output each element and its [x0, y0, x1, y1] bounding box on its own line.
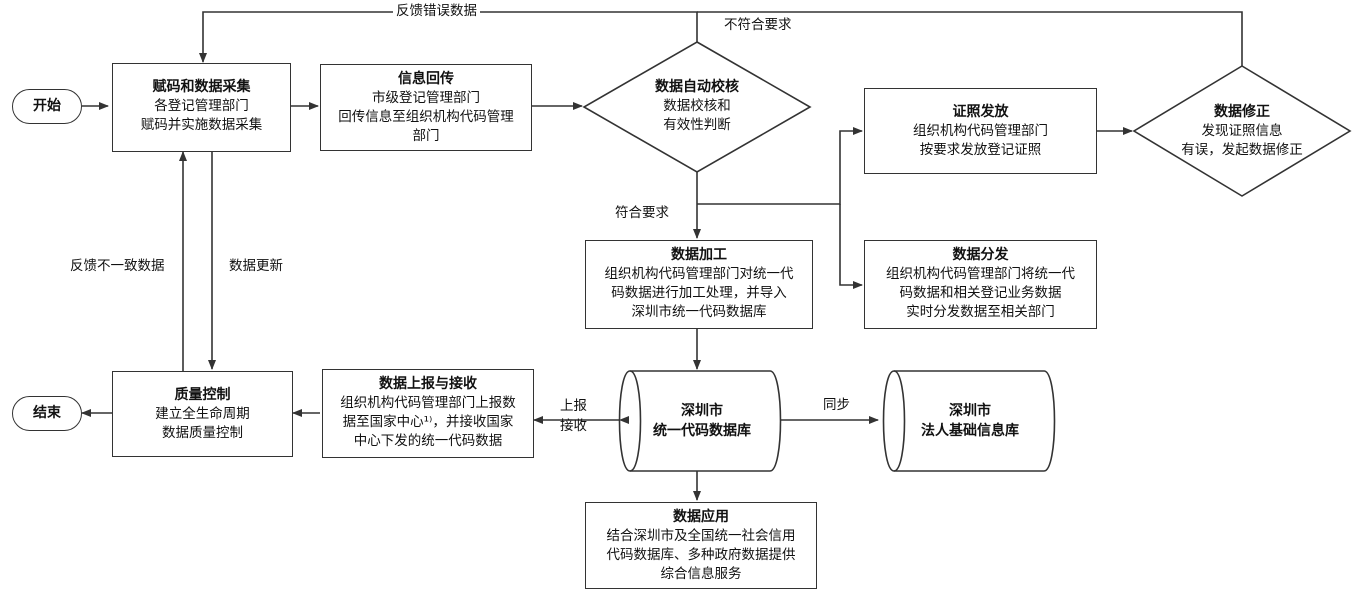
collect-line: 各登记管理部门: [154, 98, 249, 114]
cert-title: 证照发放: [952, 104, 1009, 120]
distribute-title: 数据分发: [952, 247, 1009, 263]
label-not-meet: 不符合要求: [724, 17, 792, 33]
db-cylinder: [618, 370, 782, 472]
return-title: 信息回传: [398, 71, 454, 87]
label-sync: 同步: [823, 397, 850, 413]
process-line: 组织机构代码管理部门对统一代: [604, 266, 794, 282]
label-feedback-inconsistent: 反馈不一致数据: [70, 258, 165, 274]
end-terminal: 结束: [12, 396, 82, 431]
app-box: 数据应用 结合深圳市及全国统一社会信用 代码数据库、多种政府数据提供 综合信息服…: [585, 502, 817, 589]
report-line: 中心下发的统一代码数据: [353, 433, 503, 449]
collect-box: 赋码和数据采集 各登记管理部门 赋码并实施数据采集: [112, 63, 291, 152]
check-title: 数据自动校核: [655, 79, 739, 95]
label-receive: 接收: [560, 418, 587, 434]
quality-title: 质量控制: [174, 387, 231, 403]
fix-line: 发现证照信息: [1201, 123, 1283, 139]
start-terminal: 开始: [12, 89, 82, 124]
process-title: 数据加工: [671, 247, 727, 263]
cert-line: 组织机构代码管理部门: [913, 123, 1048, 139]
quality-line: 数据质量控制: [162, 425, 243, 441]
fix-title: 数据修正: [1214, 104, 1270, 120]
check-line: 有效性判断: [663, 117, 731, 133]
report-line: 组织机构代码管理部门上报数: [340, 395, 516, 411]
distribute-line: 码数据和相关登记业务数据: [899, 285, 1062, 301]
process-line: 码数据进行加工处理，并导入: [611, 285, 787, 301]
label-feedback-error: 反馈错误数据: [393, 2, 480, 20]
process-box: 数据加工 组织机构代码管理部门对统一代 码数据进行加工处理，并导入 深圳市统一代…: [585, 240, 813, 329]
app-line: 结合深圳市及全国统一社会信用: [606, 528, 796, 544]
db-line: 深圳市: [681, 403, 723, 419]
app-title: 数据应用: [673, 509, 729, 525]
return-box: 信息回传 市级登记管理部门 回传信息至组织机构代码管理 部门: [320, 64, 532, 151]
legaldb-label: 深圳市 法人基础信息库: [892, 401, 1048, 441]
fix-diamond: [1132, 65, 1352, 197]
report-title: 数据上报与接收: [379, 376, 477, 392]
process-line: 深圳市统一代码数据库: [631, 304, 767, 320]
collect-line: 赋码并实施数据采集: [140, 117, 263, 133]
check-text: 数据自动校核 数据校核和 有效性判断: [627, 78, 767, 135]
edge-fix-feedback: [697, 11, 1243, 66]
fix-line: 有误，发起数据修正: [1181, 142, 1303, 158]
report-line: 据至国家中心¹⁾，并接收国家: [342, 414, 514, 430]
db-label: 深圳市 统一代码数据库: [628, 401, 776, 441]
distribute-line: 实时分发数据至相关部门: [906, 304, 1055, 320]
cert-box: 证照发放 组织机构代码管理部门 按要求发放登记证照: [864, 88, 1097, 174]
app-line: 综合信息服务: [660, 566, 742, 582]
quality-box: 质量控制 建立全生命周期 数据质量控制: [112, 371, 293, 457]
quality-line: 建立全生命周期: [155, 406, 250, 422]
label-meet: 符合要求: [615, 205, 669, 221]
return-line: 部门: [412, 128, 440, 144]
fix-text: 数据修正 发现证照信息 有误，发起数据修正: [1167, 103, 1317, 160]
legaldb-cylinder: [882, 370, 1056, 472]
cert-line: 按要求发放登记证照: [919, 142, 1042, 158]
edge-branch-distribute: [839, 204, 863, 289]
return-line: 回传信息至组织机构代码管理: [338, 109, 514, 125]
app-line: 代码数据库、多种政府数据提供: [606, 547, 796, 563]
collect-title: 赋码和数据采集: [152, 79, 251, 95]
check-line: 数据校核和: [663, 98, 731, 114]
legaldb-line: 深圳市: [949, 403, 991, 419]
label-data-update: 数据更新: [229, 258, 283, 274]
return-line: 市级登记管理部门: [372, 90, 480, 106]
distribute-box: 数据分发 组织机构代码管理部门将统一代 码数据和相关登记业务数据 实时分发数据至…: [864, 240, 1097, 329]
db-line: 统一代码数据库: [653, 423, 751, 439]
legaldb-line: 法人基础信息库: [921, 423, 1019, 439]
label-report: 上报: [560, 398, 587, 414]
report-box: 数据上报与接收 组织机构代码管理部门上报数 据至国家中心¹⁾，并接收国家 中心下…: [322, 369, 534, 458]
edge-branch-h: [697, 127, 863, 205]
distribute-line: 组织机构代码管理部门将统一代: [886, 266, 1075, 282]
